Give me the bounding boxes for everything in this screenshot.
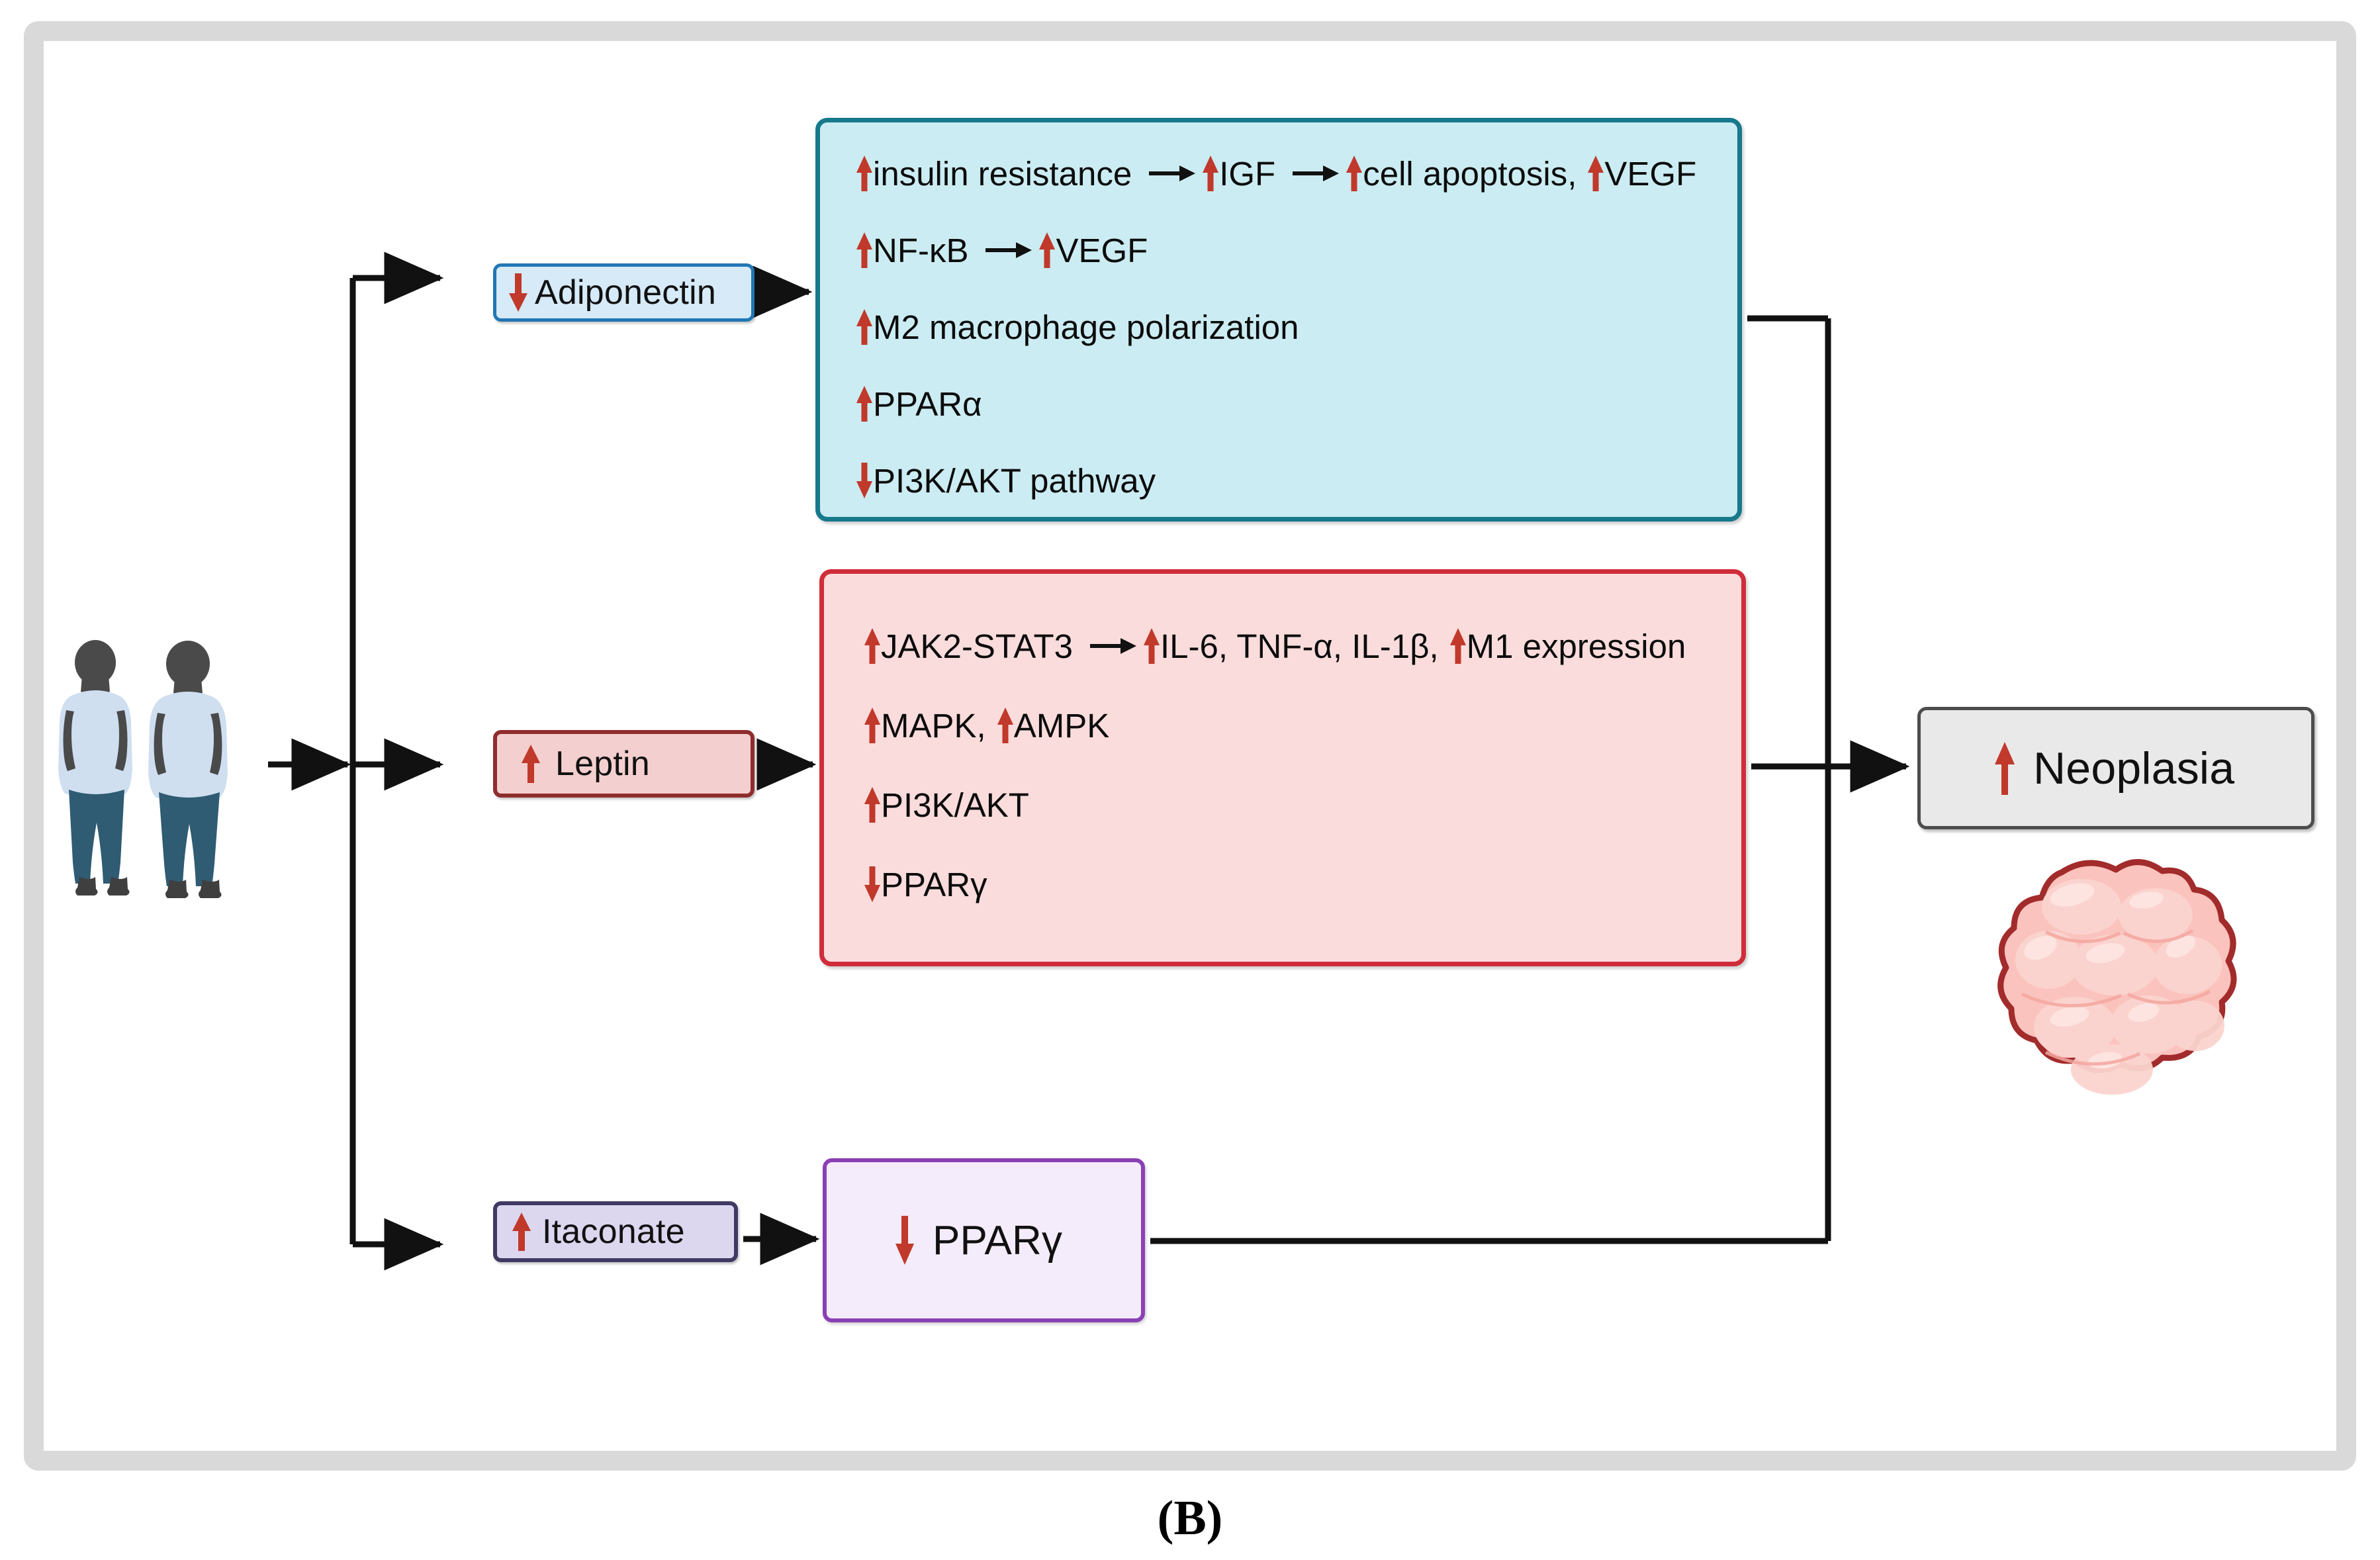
pathway-text: insulin resistance	[873, 154, 1132, 193]
pathway-text: PI3K/AKT pathway	[873, 461, 1156, 500]
up-arrow-icon	[856, 309, 873, 345]
pathway-text: JAK2-STAT3	[881, 627, 1074, 665]
right-arrow-icon	[985, 240, 1032, 260]
pathway-text: M1 expression	[1466, 627, 1686, 665]
node-leptin[interactable]: Leptin	[493, 730, 755, 798]
up-arrow-icon	[1038, 232, 1056, 268]
pathway-line: NF-κB VEGF	[856, 231, 1724, 269]
up-arrow-icon	[856, 386, 873, 422]
pathway-line: JAK2-STAT3 IL-6, TNF-α, IL-1β, M1 expressi…	[864, 627, 1728, 665]
right-arrow-icon	[1293, 163, 1340, 183]
node-label: PPARγ	[933, 1217, 1063, 1263]
up-arrow-icon	[1993, 741, 2016, 795]
panel-adiponectin-effects: insulin resistance IGF cell apoptosis, VEGF…	[815, 118, 1742, 522]
pathway-line: PI3K/AKT	[864, 786, 1728, 824]
node-itaconate[interactable]: Itaconate	[493, 1201, 738, 1262]
down-arrow-icon	[856, 463, 873, 498]
panel-line-list: insulin resistance IGF cell apoptosis, VEGF…	[856, 154, 1724, 541]
node-neoplasia[interactable]: Neoplasia	[1917, 707, 2314, 829]
pathway-text: PPARγ	[881, 865, 987, 903]
up-arrow-icon	[512, 1213, 531, 1251]
node-ppar-gamma[interactable]: PPARγ	[823, 1158, 1145, 1322]
pathway-text: VEGF	[1604, 154, 1697, 193]
pathway-text: IGF	[1219, 154, 1276, 193]
pathway-line: PPARα	[856, 385, 1724, 423]
pathway-line: MAPK, AMPK	[864, 706, 1728, 745]
up-arrow-icon	[997, 708, 1014, 743]
down-arrow-icon	[864, 866, 881, 902]
node-label: Adiponectin	[535, 273, 716, 312]
pathway-text: PI3K/AKT	[881, 786, 1029, 824]
pathway-text: AMPK	[1013, 706, 1110, 745]
pathway-text: VEGF	[1056, 231, 1148, 269]
down-arrow-icon	[508, 273, 528, 312]
right-arrow-icon	[1149, 163, 1196, 183]
pathway-line: PI3K/AKT pathway	[856, 461, 1724, 500]
tumor-illustration	[1982, 854, 2260, 1112]
pathway-text: MAPK,	[881, 706, 986, 745]
figure-caption: (B)	[1157, 1491, 1223, 1545]
up-arrow-icon	[1449, 628, 1467, 664]
right-arrow-icon	[1090, 636, 1137, 656]
pathway-text: PPARα	[873, 385, 982, 423]
up-arrow-icon	[521, 745, 541, 783]
up-arrow-icon	[1143, 628, 1160, 664]
up-arrow-icon	[864, 787, 881, 823]
up-arrow-icon	[1202, 156, 1219, 191]
pathway-line: insulin resistance IGF cell apoptosis, VEGF	[856, 154, 1724, 193]
up-arrow-icon	[856, 156, 873, 191]
pathway-text: M2 macrophage polarization	[873, 308, 1299, 346]
pathway-text: NF-κB	[873, 231, 969, 269]
obese-individuals-illustration	[52, 639, 244, 903]
pathway-text: cell apoptosis,	[1363, 154, 1577, 193]
node-label: Neoplasia	[2033, 743, 2235, 794]
pathway-text: IL-6, TNF-α, IL-1β,	[1160, 627, 1439, 665]
up-arrow-icon	[856, 232, 873, 268]
up-arrow-icon	[1346, 156, 1363, 191]
panel-line-list: JAK2-STAT3 IL-6, TNF-α, IL-1β, M1 expressi…	[864, 627, 1728, 947]
up-arrow-icon	[1587, 156, 1604, 191]
node-label: Leptin	[555, 745, 650, 783]
down-arrow-icon	[894, 1216, 915, 1265]
pathway-line: M2 macrophage polarization	[856, 308, 1724, 346]
panel-leptin-effects: JAK2-STAT3 IL-6, TNF-α, IL-1β, M1 expressi…	[819, 569, 1746, 966]
pathway-line: PPARγ	[864, 865, 1728, 903]
up-arrow-icon	[864, 628, 881, 664]
up-arrow-icon	[864, 708, 881, 743]
node-adiponectin[interactable]: Adiponectin	[493, 263, 755, 322]
node-label: Itaconate	[542, 1213, 685, 1251]
